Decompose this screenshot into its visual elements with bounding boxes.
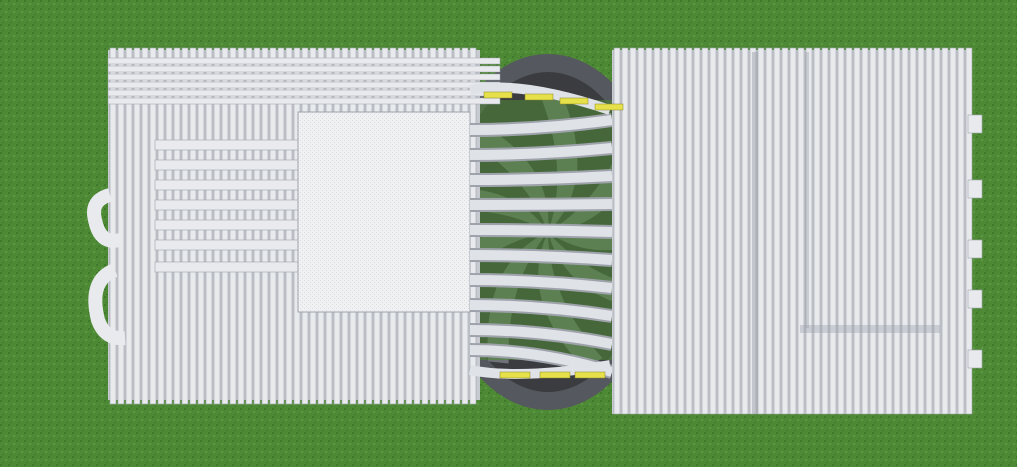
right-fin bbox=[853, 47, 861, 415]
left-top-bar bbox=[107, 81, 501, 89]
heat-pipe bbox=[469, 199, 613, 210]
right-fin bbox=[805, 47, 813, 415]
right-end-cap bbox=[967, 179, 983, 199]
left-fin bbox=[125, 47, 133, 405]
right-fin bbox=[653, 47, 661, 415]
right-fin bbox=[869, 47, 877, 415]
right-fin bbox=[717, 47, 725, 415]
right-fin bbox=[821, 47, 829, 415]
right-fin bbox=[965, 47, 973, 415]
left-fin bbox=[117, 47, 125, 405]
left-top-bar bbox=[107, 97, 501, 105]
right-fin bbox=[733, 47, 741, 415]
heat-pipe bbox=[469, 225, 613, 237]
right-fin bbox=[893, 47, 901, 415]
right-fin bbox=[949, 47, 957, 415]
right-fin bbox=[661, 47, 669, 415]
right-fin bbox=[933, 47, 941, 415]
left-loop-pipe bbox=[88, 263, 126, 346]
right-fin bbox=[693, 47, 701, 415]
heat-pipe bbox=[469, 143, 613, 160]
heat-pipe bbox=[469, 325, 613, 349]
right-fin bbox=[613, 47, 621, 415]
right-fin bbox=[925, 47, 933, 415]
left-fin bbox=[109, 47, 117, 405]
right-fin bbox=[709, 47, 717, 415]
yellow-accent bbox=[539, 371, 571, 379]
left-fin bbox=[141, 47, 149, 405]
right-fin bbox=[677, 47, 685, 415]
right-fin bbox=[781, 47, 789, 415]
right-fin bbox=[877, 47, 885, 415]
right-fin bbox=[701, 47, 709, 415]
heat-pipe bbox=[469, 250, 613, 265]
left-heatsink bbox=[87, 47, 501, 405]
right-fin bbox=[629, 47, 637, 415]
left-fin bbox=[133, 47, 141, 405]
yellow-accent bbox=[499, 371, 531, 379]
right-fin bbox=[901, 47, 909, 415]
heat-pipe bbox=[469, 300, 613, 321]
heat-pipe bbox=[469, 82, 612, 115]
right-fin bbox=[645, 47, 653, 415]
yellow-accent bbox=[594, 103, 624, 111]
left-top-bar bbox=[107, 65, 501, 73]
right-fin bbox=[917, 47, 925, 415]
yellow-accent-strips bbox=[483, 91, 624, 379]
heat-pipe bbox=[469, 115, 613, 135]
heat-pipe bbox=[469, 171, 613, 185]
right-fin bbox=[789, 47, 797, 415]
right-fin bbox=[773, 47, 781, 415]
left-top-bar bbox=[107, 89, 501, 97]
right-fin bbox=[797, 47, 805, 415]
yellow-accent bbox=[559, 97, 589, 105]
right-fin bbox=[941, 47, 949, 415]
right-fin bbox=[637, 47, 645, 415]
right-fin bbox=[861, 47, 869, 415]
right-fin bbox=[741, 47, 749, 415]
base-plate bbox=[297, 111, 471, 313]
left-loop-pipe bbox=[87, 188, 122, 248]
left-top-bar bbox=[107, 57, 501, 65]
right-fin bbox=[885, 47, 893, 415]
right-fin bbox=[725, 47, 733, 415]
right-end-cap bbox=[967, 289, 983, 309]
right-fin bbox=[829, 47, 837, 415]
yellow-accent bbox=[483, 91, 513, 99]
yellow-accent bbox=[524, 93, 554, 101]
right-fin bbox=[837, 47, 845, 415]
right-divider bbox=[752, 52, 758, 414]
right-fin bbox=[957, 47, 965, 415]
right-fin bbox=[621, 47, 629, 415]
heat-pipe bbox=[469, 275, 613, 293]
left-top-bar bbox=[107, 73, 501, 81]
right-fin bbox=[685, 47, 693, 415]
right-heatsink bbox=[612, 47, 983, 415]
right-fin bbox=[757, 47, 765, 415]
right-fin bbox=[845, 47, 853, 415]
right-end-cap bbox=[967, 114, 983, 134]
right-end-cap bbox=[967, 349, 983, 369]
right-divider bbox=[805, 52, 809, 328]
heat-pipes bbox=[469, 82, 615, 379]
right-fin bbox=[669, 47, 677, 415]
right-divider bbox=[800, 325, 940, 333]
right-fin bbox=[813, 47, 821, 415]
yellow-accent bbox=[574, 371, 606, 379]
right-fin bbox=[765, 47, 773, 415]
right-end-cap bbox=[967, 239, 983, 259]
right-fin bbox=[909, 47, 917, 415]
